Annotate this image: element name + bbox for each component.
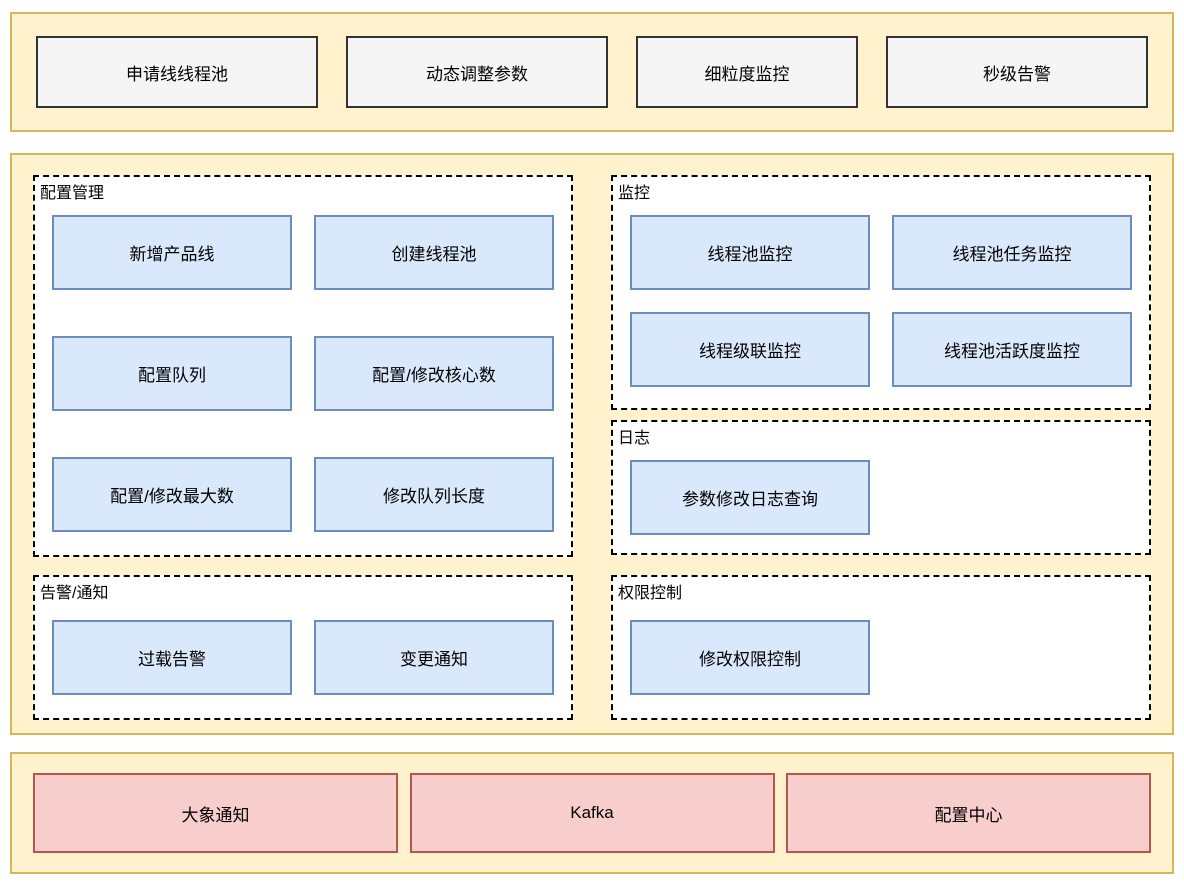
node-thread-pool-monitoring: 线程池监控: [630, 215, 870, 290]
node-modify-queue-length: 修改队列长度: [314, 457, 554, 532]
group-config-management: 配置管理 新增产品线 创建线程池 配置队列 配置/修改核心数 配置/修改最大数 …: [33, 175, 573, 557]
node-configure-max-count: 配置/修改最大数: [52, 457, 292, 532]
group-log-grid: 参数修改日志查询: [630, 460, 1132, 535]
node-overload-alert: 过载告警: [52, 620, 292, 695]
group-alert-notification: 告警/通知 过载告警 变更通知: [33, 575, 573, 720]
group-log: 日志 参数修改日志查询: [611, 420, 1151, 555]
group-monitoring-title: 监控: [618, 185, 651, 202]
node-daxiang-notification: 大象通知: [33, 773, 398, 853]
node-create-thread-pool: 创建线程池: [314, 215, 554, 290]
left-column: 配置管理 新增产品线 创建线程池 配置队列 配置/修改核心数 配置/修改最大数 …: [33, 175, 573, 733]
group-alert-notification-title: 告警/通知: [40, 585, 109, 602]
group-alert-notification-grid: 过载告警 变更通知: [52, 620, 554, 695]
node-modify-permission-control: 修改权限控制: [630, 620, 870, 695]
group-log-title: 日志: [618, 430, 651, 447]
group-config-management-grid: 新增产品线 创建线程池 配置队列 配置/修改核心数 配置/修改最大数 修改队列长…: [52, 215, 554, 532]
group-permission-control-title: 权限控制: [618, 585, 683, 602]
group-monitoring: 监控 线程池监控 线程池任务监控 线程级联监控 线程池活跃度监控: [611, 175, 1151, 410]
node-config-center: 配置中心: [786, 773, 1151, 853]
node-dynamic-adjust-params: 动态调整参数: [346, 36, 608, 108]
node-thread-pool-activity-monitoring: 线程池活跃度监控: [892, 312, 1132, 387]
top-capability-band: 申请线线程池 动态调整参数 细粒度监控 秒级告警: [10, 12, 1174, 132]
node-thread-pool-task-monitoring: 线程池任务监控: [892, 215, 1132, 290]
node-param-change-log-query: 参数修改日志查询: [630, 460, 870, 535]
feature-band: 配置管理 新增产品线 创建线程池 配置队列 配置/修改核心数 配置/修改最大数 …: [10, 153, 1174, 735]
infrastructure-band: 大象通知 Kafka 配置中心: [10, 752, 1174, 874]
right-column: 监控 线程池监控 线程池任务监控 线程级联监控 线程池活跃度监控 日志 参数修改…: [611, 175, 1151, 733]
node-configure-queue: 配置队列: [52, 336, 292, 411]
group-monitoring-grid: 线程池监控 线程池任务监控 线程级联监控 线程池活跃度监控: [630, 215, 1132, 387]
node-fine-grained-monitoring: 细粒度监控: [636, 36, 858, 108]
node-thread-cascade-monitoring: 线程级联监控: [630, 312, 870, 387]
group-permission-control: 权限控制 修改权限控制: [611, 575, 1151, 720]
node-change-notification: 变更通知: [314, 620, 554, 695]
group-permission-control-grid: 修改权限控制: [630, 620, 1132, 695]
node-apply-thread-pool: 申请线线程池: [36, 36, 318, 108]
node-kafka: Kafka: [409, 773, 775, 853]
node-add-product-line: 新增产品线: [52, 215, 292, 290]
group-config-management-title: 配置管理: [40, 185, 105, 202]
node-second-level-alert: 秒级告警: [886, 36, 1148, 108]
node-configure-core-count: 配置/修改核心数: [314, 336, 554, 411]
